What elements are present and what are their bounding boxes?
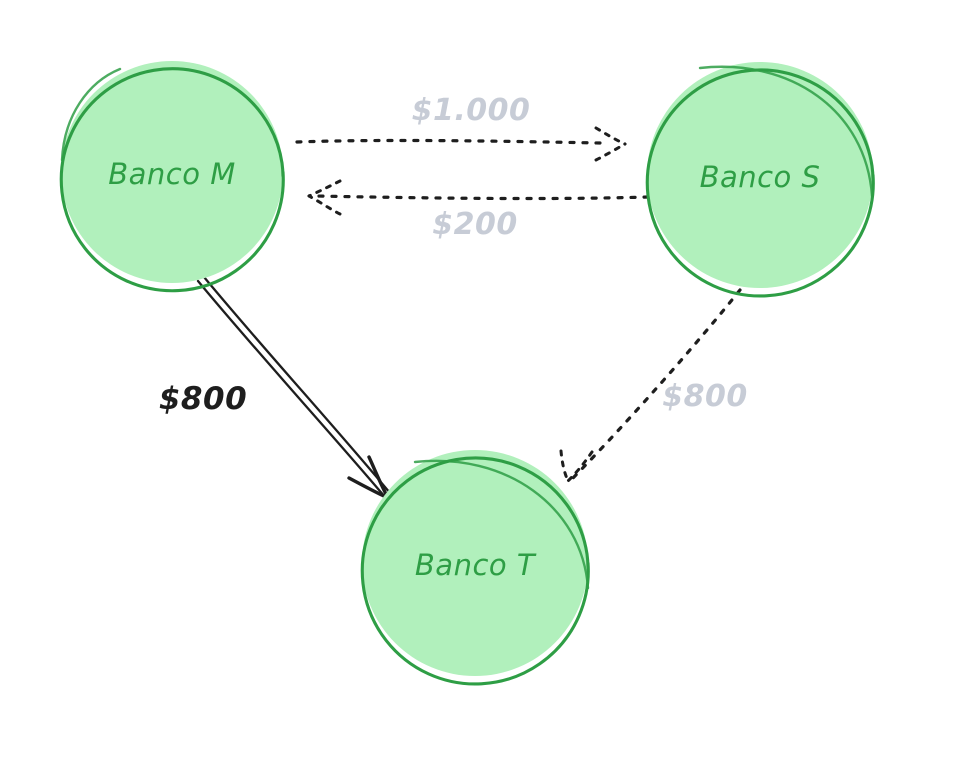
node-banco-s-outline <box>645 68 875 298</box>
edge-line-s-to-m <box>313 194 650 201</box>
edge-label-m-to-t: $800 <box>159 381 247 417</box>
edge-banco-s-to-banco-t[interactable] <box>559 288 742 483</box>
arrowhead-right-s-to-t <box>566 450 594 483</box>
arrowhead-upper-m-to-s <box>594 126 627 146</box>
node-banco-m-sketch-stroke <box>60 67 122 162</box>
edge-line-s-to-t <box>571 288 742 480</box>
node-banco-t[interactable]: Banco T <box>360 450 590 686</box>
edge-line-m-to-t-stroke-b <box>202 275 392 495</box>
node-banco-s[interactable]: Banco S <box>645 62 875 298</box>
edge-line-m-to-s <box>295 138 602 145</box>
node-banco-s-sketch-stroke <box>698 65 874 198</box>
node-banco-t-label: Banco T <box>415 548 537 582</box>
node-banco-m-label: Banco M <box>108 157 235 191</box>
node-banco-t-sketch-stroke <box>413 459 590 590</box>
edge-banco-m-to-banco-s[interactable] <box>295 126 627 162</box>
arrowhead-lower-s-to-m <box>307 194 342 216</box>
node-banco-s-label: Banco S <box>700 160 821 194</box>
edge-label-s-to-m: $200 <box>432 207 518 242</box>
arrowhead-lower-m-to-s <box>594 142 627 162</box>
node-banco-m[interactable]: Banco M <box>59 61 285 293</box>
node-banco-m-outline <box>59 67 285 293</box>
edge-line-m-to-t-stroke-a <box>196 279 387 499</box>
edge-banco-m-to-banco-t[interactable] <box>196 275 392 500</box>
edge-label-s-to-t: $800 <box>662 379 748 414</box>
arrowhead-left-s-to-t <box>559 449 570 483</box>
node-banco-t-fill <box>362 450 588 676</box>
edge-banco-s-to-banco-m[interactable] <box>307 179 650 216</box>
node-banco-m-fill <box>61 61 283 283</box>
node-banco-t-outline <box>360 456 590 686</box>
arrowhead-upper-s-to-m <box>307 179 342 198</box>
node-banco-s-fill <box>647 62 873 288</box>
edge-label-m-to-s: $1.000 <box>412 93 531 128</box>
